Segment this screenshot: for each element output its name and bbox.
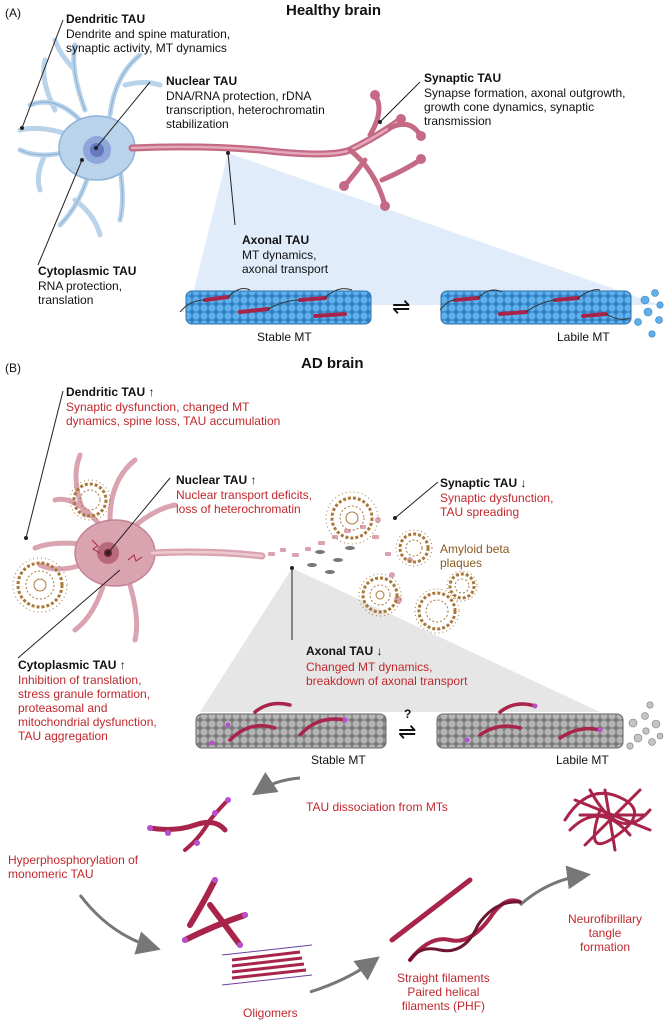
axonal-tau-a-heading: Axonal TAU [242,233,310,247]
uncertain-transition-mark: ? [404,707,412,721]
oligomers-label: Oligomers [243,1006,298,1020]
healthy-neuron-icon [17,37,426,238]
cytoplasmic-tau-a-text: RNA protection, translation [38,279,123,307]
axonal-tau-a-text: MT dynamics, axonal transport [242,248,329,276]
dendritic-tau-a-text: Dendrite and spine maturation, synaptic … [66,27,231,55]
stable-microtubule-b-icon [195,713,387,749]
equilibrium-b-symbol: ⇌ [398,719,417,744]
ad-neuron-icon [32,452,413,643]
tangle-formation-label: Neurofibrillary tangle formation [568,912,643,954]
zoom-wedge-a [190,153,660,305]
synaptic-tau-a-heading: Synaptic TAU [424,71,502,85]
tau-oligomer-icon [182,877,313,986]
tau-dissociation-label: TAU dissociation from MTs [306,800,448,814]
panel-b-label: (B) [5,361,21,375]
callout-lines-b [17,390,439,659]
panel-a-title: Healthy brain [286,2,382,19]
paired-helical-filament-icon [389,877,522,962]
tau-on-mt-b-icon [228,701,602,742]
nuclear-tau-b-text: Nuclear transport deficits, loss of hete… [176,488,313,516]
cytoplasmic-tau-b-heading: Cytoplasmic TAU ↑ [18,658,126,672]
dendritic-tau-b-text: Synaptic dysfunction, changed MT dynamic… [66,400,281,428]
synaptic-tau-a-text: Synapse formation, axonal outgrowth, gro… [424,86,626,128]
panel-a-label: (A) [5,6,21,20]
dendritic-tau-b-heading: Dendritic TAU ↑ [66,385,155,399]
callout-lines-a [21,19,421,266]
process-arrows [78,772,591,994]
stable-mt-a-label: Stable MT [257,330,312,344]
amyloid-plaques-label: Amyloid beta plaques [440,542,510,570]
tau-on-mt-a-icon [203,295,608,318]
neurofibrillary-tangle-icon [563,788,652,852]
zoom-wedge-b [200,568,600,712]
equilibrium-a-symbol: ⇌ [392,294,411,319]
panel-b-title: AD brain [301,355,364,372]
stable-mt-b-label: Stable MT [311,753,366,767]
synaptic-tau-b-heading: Synaptic TAU ↓ [440,476,527,490]
dendritic-tau-a-heading: Dendritic TAU [66,12,146,26]
synaptic-tau-b-text: Synaptic dysfunction, TAU spreading [440,491,554,519]
labile-mt-b-label: Labile MT [556,753,609,767]
cytoplasmic-tau-a-heading: Cytoplasmic TAU [38,264,137,278]
nuclear-tau-a-heading: Nuclear TAU [166,74,238,88]
stable-microtubule-a-icon [185,290,372,325]
axonal-tau-b-text: Changed MT dynamics, breakdown of axonal… [306,660,468,688]
axonal-tau-b-heading: Axonal TAU ↓ [306,644,383,658]
amyloid-plaque-icon [12,479,478,634]
nuclear-tau-a-text: DNA/RNA protection, rDNA transcription, … [166,89,325,131]
filaments-label: Straight filaments Paired helical filame… [397,971,490,1013]
monomeric-tau-icon [147,797,231,852]
labile-microtubule-b-icon [436,701,664,750]
cytoplasmic-tau-b-text: Inhibition of translation, stress granul… [18,673,157,743]
labile-mt-a-label: Labile MT [557,330,610,344]
nuclear-tau-b-heading: Nuclear TAU ↑ [176,473,257,487]
hyperphosphorylation-label: Hyperphosphorylation of monomeric TAU [8,853,139,881]
